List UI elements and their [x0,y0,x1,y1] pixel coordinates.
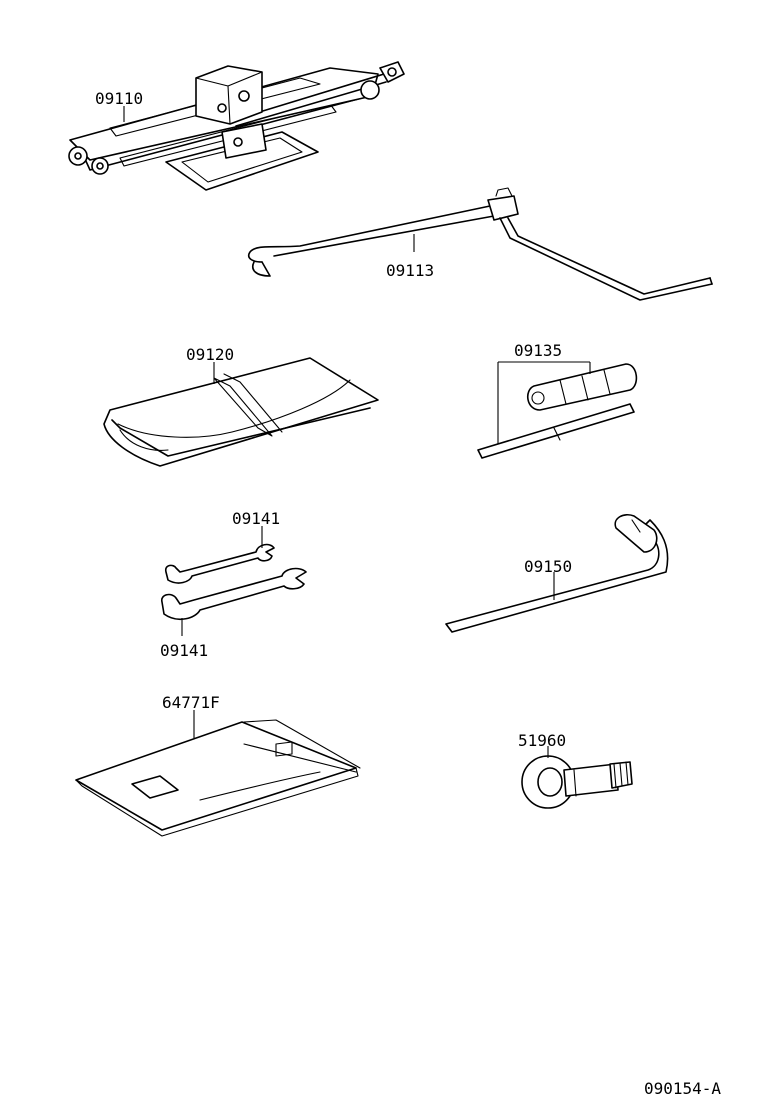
tool-bag [103,357,379,467]
tool-tray-part-number: 64771F [162,693,220,712]
wheel-nut-wrench [445,513,669,633]
jack-handle-part-number: 09113 [386,261,434,280]
screwdriver-part-number: 09135 [514,341,562,360]
figure-id: 090154-A [644,1079,721,1098]
towing-eye [521,755,633,809]
wrench-small-part-number: 09141 [232,509,280,528]
wrench-large-part-number: 09141 [160,641,208,660]
wrench-large [161,567,307,621]
tool-bag-part-number: 09120 [186,345,234,364]
tool-tray [75,719,361,837]
jack-handle [247,187,713,301]
scissor-jack [68,61,405,191]
jack-part-number: 09110 [95,89,143,108]
screwdriver [477,363,638,459]
wheel-wrench-part-number: 09150 [524,557,572,576]
towing-eye-part-number: 51960 [518,731,566,750]
wrench-small [164,543,275,584]
